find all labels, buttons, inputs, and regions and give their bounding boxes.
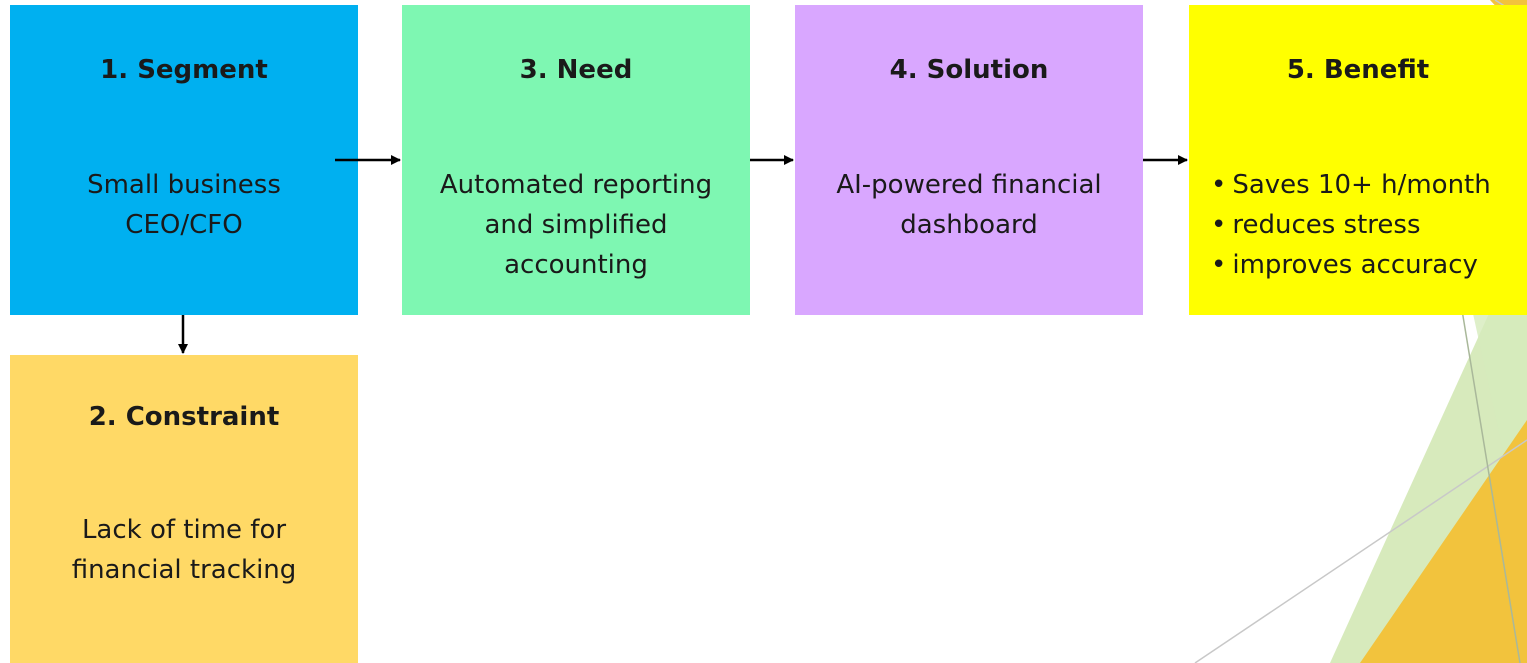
benefit-list: Saves 10+ h/month reduces stress improve… (1189, 165, 1527, 285)
need-line: and simplified (484, 210, 668, 240)
benefit-title: 5. Benefit (1286, 55, 1430, 85)
segment-text: Small business CEO/CFO (10, 165, 358, 245)
benefit-item: reduces stress (1211, 205, 1527, 245)
solution-line: dashboard (900, 210, 1038, 240)
solution-text: AI-powered financial dashboard (795, 165, 1143, 245)
constraint-title: 2. Constraint (88, 402, 280, 432)
segment-line: CEO/CFO (125, 210, 243, 240)
solution-box: 4. Solution AI-powered financial dashboa… (795, 5, 1143, 315)
need-box: 3. Need Automated reporting and simplifi… (402, 5, 750, 315)
segment-box: 1. Segment Small business CEO/CFO (10, 5, 358, 315)
decor-gold-triangle (1360, 420, 1527, 663)
need-line: accounting (504, 250, 648, 280)
segment-title: 1. Segment (100, 55, 268, 85)
constraint-box: 2. Constraint Lack of time for financial… (10, 355, 358, 663)
constraint-line: financial tracking (71, 555, 297, 585)
need-line: Automated reporting (439, 170, 713, 200)
benefit-item: Saves 10+ h/month (1211, 165, 1527, 205)
need-text: Automated reporting and simplified accou… (402, 165, 750, 285)
constraint-line: Lack of time for (81, 515, 287, 545)
segment-line: Small business (87, 170, 281, 200)
decor-line-1 (1194, 439, 1527, 663)
benefit-box: 5. Benefit Saves 10+ h/month reduces str… (1189, 5, 1527, 315)
solution-line: AI-powered financial (836, 170, 1102, 200)
need-title: 3. Need (519, 55, 633, 85)
solution-title: 4. Solution (889, 55, 1049, 85)
benefit-item: improves accuracy (1211, 245, 1527, 285)
constraint-text: Lack of time for financial tracking (10, 510, 358, 590)
decor-line-2 (1461, 309, 1521, 663)
